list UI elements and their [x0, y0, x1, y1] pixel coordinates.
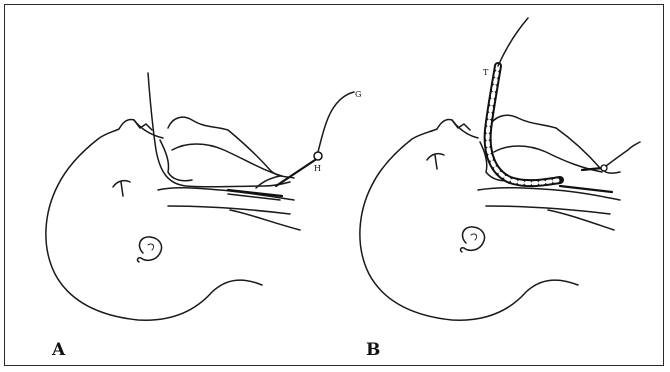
guide-wire-b: [498, 18, 528, 66]
retrograde-wire-a: [318, 92, 354, 152]
et-tube-b: [488, 66, 560, 183]
panel-label-a: A: [51, 340, 66, 360]
retrograde-wire-b: [606, 142, 640, 166]
ear-inner-b: [471, 234, 477, 240]
panel-b: T B: [360, 18, 640, 360]
ear-inner-a: [148, 244, 154, 250]
guide-wire-a: [148, 73, 290, 187]
pharynx-a: [158, 188, 294, 200]
palate-a: [168, 117, 294, 178]
head-profile-b: [360, 119, 578, 320]
label-g: G: [355, 90, 361, 99]
tongue-b: [494, 146, 602, 172]
panel-a: G H A: [46, 73, 362, 360]
panel-label-b: B: [366, 340, 380, 360]
hub-a: [314, 152, 322, 160]
label-t: T: [483, 68, 489, 77]
palate-b: [488, 115, 620, 173]
neck-line-2-a: [230, 210, 300, 230]
ear-a: [138, 237, 162, 262]
head-profile-a: [46, 119, 262, 320]
tongue-a: [172, 144, 282, 176]
eye-a: [113, 181, 130, 196]
ear-b: [461, 227, 485, 252]
neck-line-1-a: [168, 206, 290, 214]
needle-a: [276, 158, 318, 186]
eye-b: [427, 154, 444, 169]
label-h: H: [314, 164, 321, 173]
